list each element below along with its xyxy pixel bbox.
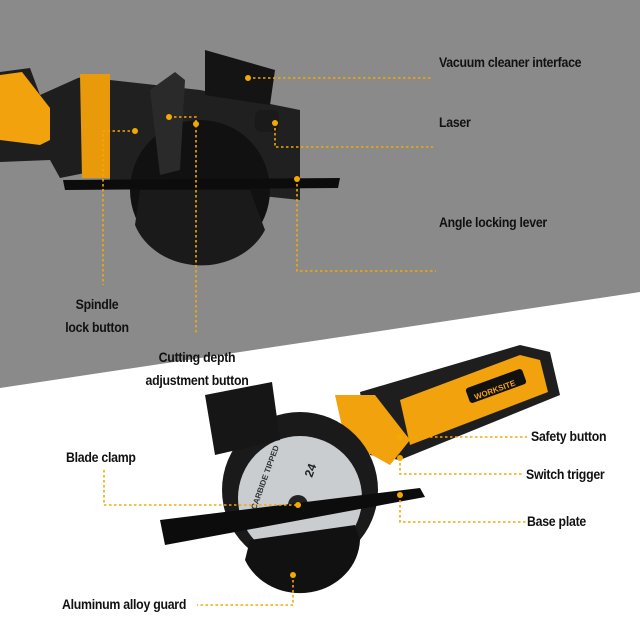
label-vacuum-cleaner-interface: Vacuum cleaner interface bbox=[439, 54, 582, 70]
label-safety-button: Safety button bbox=[531, 428, 607, 444]
leader-guard bbox=[197, 575, 294, 606]
label-angle-locking-lever: Angle locking lever bbox=[439, 214, 547, 230]
saw-side-view bbox=[0, 50, 340, 266]
leader-base bbox=[399, 495, 526, 523]
label-switch-trigger: Switch trigger bbox=[526, 466, 605, 482]
label-depth-line2: adjustment button bbox=[145, 372, 249, 388]
label-spindle-line1: Spindle bbox=[75, 296, 119, 312]
label-blade-clamp: Blade clamp bbox=[66, 449, 136, 465]
label-depth-line1: Cutting depth bbox=[158, 349, 236, 365]
label-laser: Laser bbox=[439, 114, 471, 130]
leader-clamp bbox=[103, 470, 298, 506]
label-spindle-line2: lock button bbox=[65, 319, 129, 335]
leader-spindle bbox=[102, 130, 135, 285]
leader-dots bbox=[132, 75, 403, 578]
leader-lines bbox=[102, 77, 527, 606]
blade-teeth: 24 bbox=[302, 461, 320, 479]
saw-perspective-view: CARBIDE TIPPED 24 WORKSITE bbox=[160, 345, 560, 594]
leader-depth bbox=[169, 116, 197, 335]
leader-angle bbox=[296, 179, 436, 272]
leader-trigger bbox=[399, 458, 522, 475]
label-base-plate: Base plate bbox=[527, 513, 587, 529]
label-aluminum-alloy-guard: Aluminum alloy guard bbox=[62, 596, 187, 612]
